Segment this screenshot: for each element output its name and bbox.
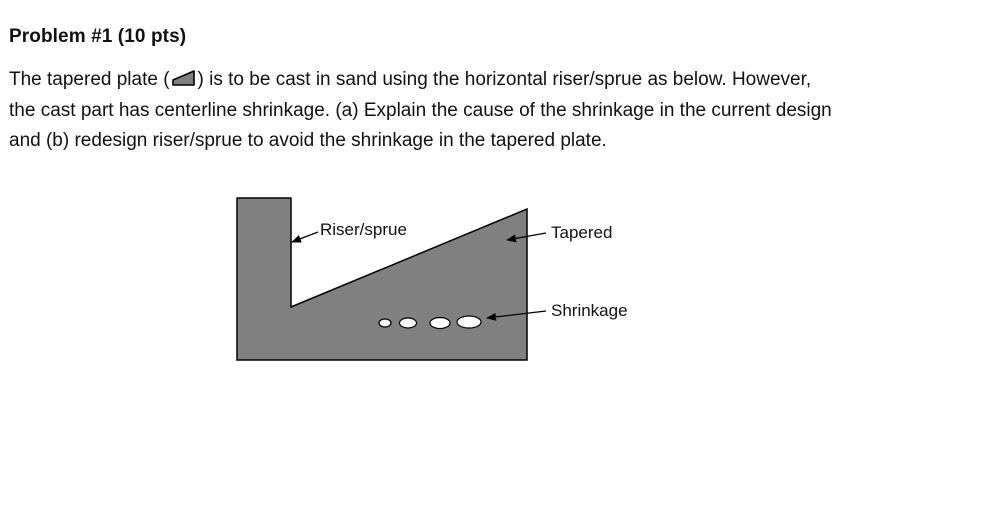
- statement-line-1-start: The tapered plate (: [9, 69, 170, 90]
- statement-line-1: The tapered plate ( ) is to be cast in s…: [9, 65, 984, 96]
- shrinkage-void-3: [429, 316, 451, 330]
- problem-title: Problem #1 (10 pts): [9, 26, 187, 47]
- shrinkage-label: Shrinkage: [551, 301, 628, 320]
- statement-line-1-end: ) is to be cast in sand using the horizo…: [197, 69, 812, 90]
- shrinkage-void-1: [378, 318, 392, 328]
- tapered-arrow: [506, 232, 547, 243]
- shrinkage-arrow: [486, 310, 547, 321]
- tapered-plate-icon: [171, 70, 195, 86]
- riser-arrow: [291, 231, 319, 243]
- tapered-label: Tapered: [551, 223, 613, 242]
- shrinkage-void-2: [398, 317, 418, 329]
- statement-line-2: the cast part has centerline shrinkage. …: [9, 99, 832, 121]
- shrinkage-void-4: [456, 315, 482, 329]
- riser-sprue-label: Riser/sprue: [320, 220, 407, 239]
- casting-part-shape: [236, 197, 528, 361]
- problem-statement: The tapered plate ( ) is to be cast in s…: [9, 65, 984, 157]
- statement-line-3: and (b) redesign riser/sprue to avoid th…: [9, 130, 607, 151]
